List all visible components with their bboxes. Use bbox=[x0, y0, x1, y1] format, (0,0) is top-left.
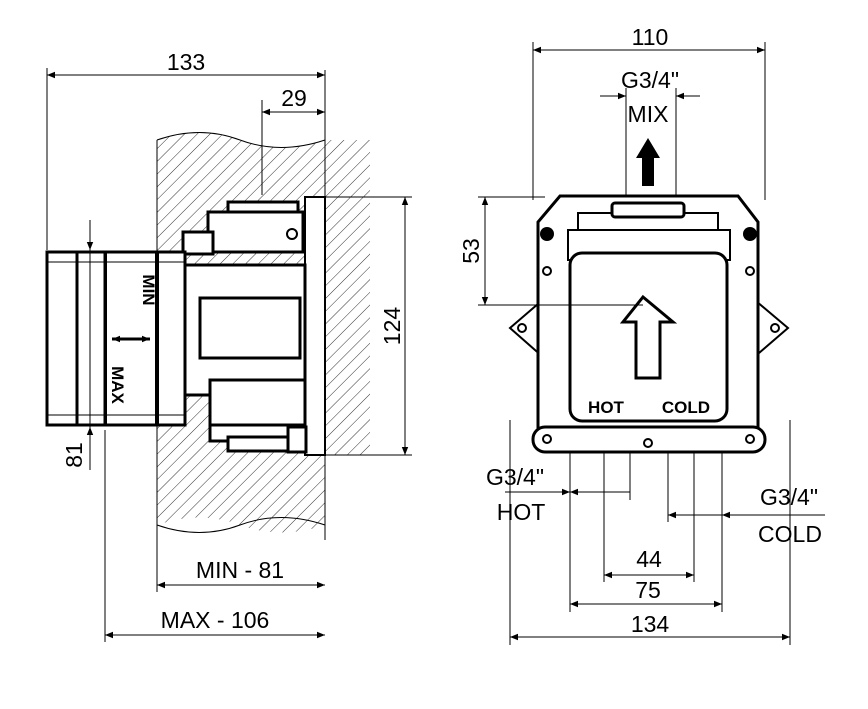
valve-body-side: MIN MAX bbox=[45, 196, 326, 456]
max-mark: MAX bbox=[108, 366, 127, 404]
dim-75: 75 bbox=[635, 577, 661, 603]
dim-133: 133 bbox=[167, 49, 205, 75]
min-mark: MIN bbox=[139, 274, 158, 305]
dim-110: 110 bbox=[632, 24, 669, 50]
mix-label: MIX bbox=[628, 101, 669, 127]
dim-min: MIN - 81 bbox=[196, 557, 284, 583]
valve-body-front: HOT COLD bbox=[508, 194, 790, 454]
plate-hot-label: HOT bbox=[588, 398, 625, 417]
hot-label: HOT bbox=[497, 499, 546, 525]
dim-max: MAX - 106 bbox=[161, 607, 270, 633]
mix-outlet-arrow bbox=[636, 138, 660, 186]
dim-81: 81 bbox=[61, 442, 87, 468]
dim-53: 53 bbox=[458, 238, 484, 264]
flow-arrow-outline bbox=[619, 294, 678, 380]
cold-thread: G3/4" bbox=[760, 484, 818, 510]
front-view: HOT COLD 110 G3/4" MIX 53 G3/4" HO bbox=[458, 24, 825, 645]
plate-cold-label: COLD bbox=[662, 398, 710, 417]
mix-thread: G3/4" bbox=[621, 67, 679, 93]
side-view: MIN MAX 133 29 124 81 MIN - 81 MAX - 106 bbox=[45, 49, 412, 642]
dim-124: 124 bbox=[379, 307, 405, 346]
dim-29: 29 bbox=[281, 85, 307, 111]
cold-label: COLD bbox=[758, 521, 822, 547]
dim-44: 44 bbox=[636, 546, 662, 572]
hot-thread: G3/4" bbox=[486, 464, 544, 490]
dim-134: 134 bbox=[631, 611, 670, 637]
